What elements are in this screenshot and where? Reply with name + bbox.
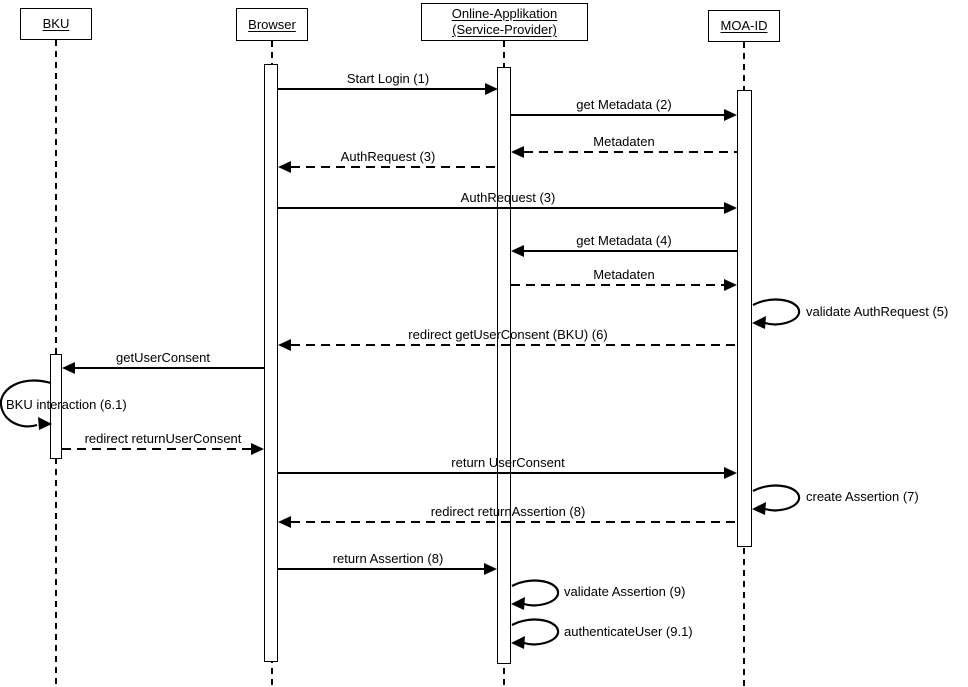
- actor-moa-id-label: MOA-ID: [720, 18, 768, 33]
- message-label: Start Login (1): [346, 71, 430, 86]
- message-label: redirect returnUserConsent: [84, 431, 242, 446]
- arrowhead-right-icon: [724, 279, 737, 291]
- message-line: [75, 367, 264, 369]
- message-line: [511, 114, 724, 116]
- message-line: [524, 151, 738, 153]
- message-label: AuthRequest (3): [340, 149, 436, 164]
- arrowhead-right-icon: [484, 563, 497, 575]
- actor-browser: Browser: [236, 8, 308, 41]
- message-line: [62, 448, 251, 450]
- message-label: AuthRequest (3): [460, 190, 556, 205]
- message-line: [291, 521, 738, 523]
- self-message-loop-icon: [0, 379, 52, 430]
- self-message-label: create Assertion (7): [806, 489, 919, 504]
- message-line: [278, 207, 724, 209]
- message-line: [278, 568, 484, 570]
- self-message-label: validate Assertion (9): [564, 584, 686, 599]
- arrowhead-right-icon: [485, 83, 498, 95]
- self-message-label: BKU interaction (6.1): [6, 397, 127, 412]
- message-line: [511, 284, 724, 286]
- arrowhead-left-icon: [278, 161, 291, 173]
- activation-bar-online-applikation: [497, 67, 511, 664]
- message-label: return UserConsent: [451, 455, 565, 470]
- message-line: [278, 472, 724, 474]
- self-message-label: authenticateUser (9.1): [564, 624, 693, 639]
- message-label: Metadaten: [593, 134, 655, 149]
- arrowhead-right-icon: [724, 109, 737, 121]
- message-line: [278, 88, 485, 90]
- self-message-loop-icon: [511, 618, 560, 649]
- actor-online-applikation-label: Online-Applikation (Service-Provider): [451, 6, 558, 37]
- activation-bar-bku: [50, 354, 62, 459]
- actor-bku: BKU: [20, 8, 92, 40]
- actor-online-applikation: Online-Applikation (Service-Provider): [421, 3, 588, 41]
- message-label: return Assertion (8): [332, 551, 444, 566]
- message-label: Metadaten: [593, 267, 655, 282]
- actor-moa-id: MOA-ID: [708, 10, 780, 42]
- message-line: [291, 344, 738, 346]
- arrowhead-left-icon: [278, 516, 291, 528]
- message-label: get Metadata (4): [576, 233, 672, 248]
- self-message-loop-icon: [752, 298, 801, 329]
- self-message-loop-icon: [752, 484, 801, 515]
- arrowhead-right-icon: [724, 467, 737, 479]
- message-label: get Metadata (2): [576, 97, 672, 112]
- arrowhead-left-icon: [62, 362, 75, 374]
- arrowhead-left-icon: [278, 339, 291, 351]
- actor-browser-label: Browser: [248, 16, 296, 32]
- actor-bku-label: BKU: [42, 16, 70, 31]
- arrowhead-left-icon: [511, 146, 524, 158]
- message-label: redirect getUserConsent (BKU) (6): [408, 327, 608, 342]
- arrowhead-right-icon: [724, 202, 737, 214]
- self-message-loop-icon: [511, 579, 560, 610]
- arrowhead-left-icon: [511, 245, 524, 257]
- message-line: [291, 166, 498, 168]
- message-label: getUserConsent: [116, 350, 210, 365]
- activation-bar-moa-id: [737, 90, 752, 547]
- self-message-label: validate AuthRequest (5): [806, 304, 949, 319]
- activation-bar-browser: [264, 64, 278, 662]
- message-line: [524, 250, 738, 252]
- arrowhead-right-icon: [251, 443, 264, 455]
- message-label: redirect returnAssertion (8): [430, 504, 586, 519]
